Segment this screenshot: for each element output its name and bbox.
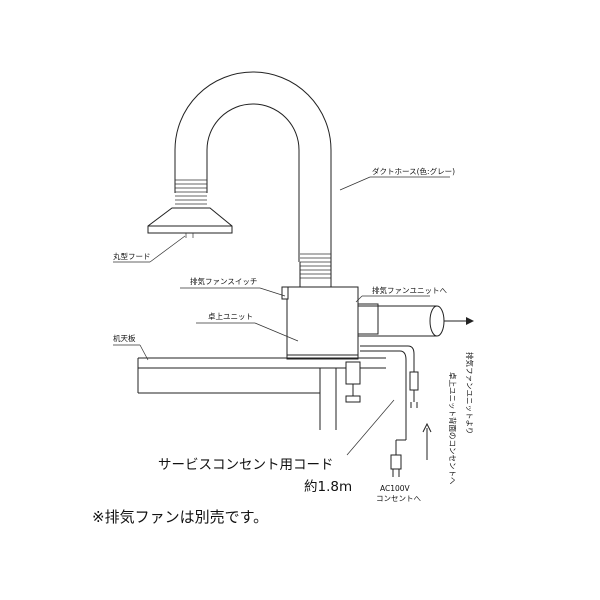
up-arrow <box>422 422 432 460</box>
to-exhaust-fan-unit-label: 排気ファンユニットへ <box>372 285 447 295</box>
exhaust-fan-switch-label: 排気ファンスイッチ <box>190 276 257 286</box>
leader-lines <box>113 176 450 456</box>
clamp <box>345 361 361 403</box>
to-outlet-label: コンセントへ <box>376 494 421 503</box>
desk-top-board-label: 机天板 <box>113 333 136 343</box>
service-outlet-cord-label: サービスコンセント用コード <box>158 457 334 473</box>
duct-hose-label: ダクトホース(色:グレー) <box>372 166 455 176</box>
cord-length-label: 約1.8m <box>304 479 352 495</box>
duct-hose <box>174 71 332 287</box>
round-hood-label: 丸型フード <box>113 251 151 261</box>
exhaust-pipe <box>357 303 474 337</box>
ac100v-label: AC100V <box>380 484 411 493</box>
to-outlet-on-back-label: 卓上ユニット背面のコンセントへ <box>448 372 458 485</box>
round-hood <box>147 207 233 238</box>
cords <box>360 345 419 477</box>
desktop-unit <box>281 286 359 360</box>
separate-sale-note: ※排気ファンは別売です。 <box>92 508 268 526</box>
desk-top-board <box>137 357 386 430</box>
from-exhaust-fan-unit-label: 排気ファンユニットより <box>465 352 475 434</box>
desktop-unit-label: 卓上ユニット <box>208 311 253 321</box>
